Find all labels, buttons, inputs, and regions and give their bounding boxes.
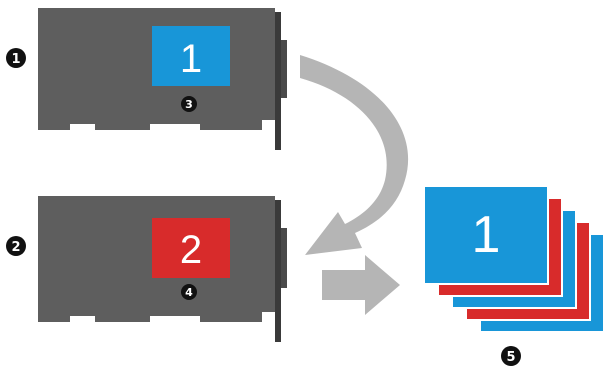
graphics-card-2: 2 4 — [38, 196, 287, 342]
badge-3 — [181, 96, 197, 112]
card-2-gpu-panel — [152, 218, 230, 278]
right-arrow-icon — [322, 255, 400, 315]
front-frame — [423, 185, 549, 285]
badge-1: 1 — [6, 48, 26, 68]
badge-5-label: 5 — [506, 350, 515, 365]
badge-5: 5 — [501, 346, 521, 366]
card-1-gpu-label: 1 — [180, 37, 202, 81]
card-1-gpu-panel — [152, 26, 230, 86]
badge-2-label: 2 — [11, 240, 20, 255]
badge-1-label: 1 — [11, 52, 20, 67]
badge-4-label: 4 — [185, 286, 193, 299]
curved-arrow-icon — [300, 55, 409, 255]
card-2-gpu-label: 2 — [180, 228, 202, 272]
graphics-card-1: 1 3 — [38, 8, 287, 150]
badge-2: 2 — [6, 236, 26, 256]
badge-4 — [181, 284, 197, 300]
card-1-bracket — [275, 12, 281, 150]
card-2-bracket-connector — [281, 228, 287, 288]
badge-3-label: 3 — [185, 98, 193, 111]
card-1-bracket-connector — [281, 40, 287, 98]
front-frame-label: 1 — [472, 206, 501, 264]
frame-stack — [423, 185, 604, 333]
card-2-bracket — [275, 200, 281, 342]
